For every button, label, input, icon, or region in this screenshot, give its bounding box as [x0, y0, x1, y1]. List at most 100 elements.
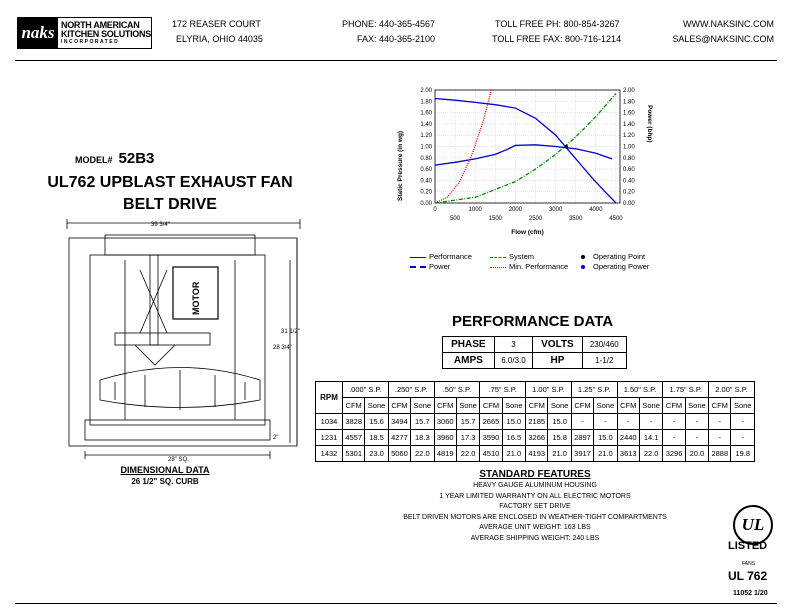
- cfm-header: CFM: [616, 397, 640, 414]
- y-tick-label-left: 0.60: [420, 167, 432, 173]
- series-line-power: [434, 144, 613, 166]
- sp-header: 1.25" S.P.: [570, 381, 618, 398]
- performance-data-heading: PERFORMANCE DATA: [452, 313, 614, 330]
- table-cell: 21.0: [501, 445, 527, 462]
- motor-box: [172, 266, 219, 320]
- table-cell: 3828: [341, 413, 366, 430]
- outer-housing: [68, 237, 298, 447]
- fax: FAX: 440-365-2100: [356, 34, 435, 44]
- sone-header: Sone: [638, 397, 664, 414]
- table-cell: 1034: [315, 413, 343, 430]
- y-tick-label-left: 1.60: [420, 111, 432, 117]
- sone-header: Sone: [593, 397, 618, 414]
- tollfree-phone: TOLL FREE PH: 800-854-3267: [495, 19, 620, 29]
- volts-value: 230/460: [581, 336, 628, 353]
- feature-item: FACTORY SET DRIVE: [499, 503, 571, 510]
- y-tick-label-left: 1.00: [420, 145, 432, 151]
- y-tick-label-left: 2.00: [420, 88, 432, 94]
- email-link[interactable]: SALES@NAKSINC.COM: [672, 34, 774, 44]
- table-cell: 3266: [525, 429, 549, 446]
- table-cell: 19.8: [730, 445, 755, 462]
- x-tick-label-bottom: 4500: [609, 216, 623, 222]
- table-cell: 2665: [479, 413, 503, 430]
- table-cell: 1231: [315, 429, 343, 446]
- hp-label: HP: [532, 352, 583, 369]
- y-tick-label-left: 0.00: [420, 201, 432, 207]
- table-cell: 22.0: [455, 445, 481, 462]
- logo-line2: KITCHEN SOLUTIONS: [61, 28, 151, 39]
- phone-block: PHONE: 440-365-4567 FAX: 440-365-2100: [340, 17, 435, 47]
- web-block: WWW.NAKSINC.COM SALES@NAKSINC.COM: [640, 17, 774, 47]
- amps-label: AMPS: [442, 352, 495, 369]
- standard-features: STANDARD FEATURES HEAVY GAUGE ALUMINUM H…: [300, 468, 770, 544]
- width-dim-label: 39 3/4": [151, 222, 170, 228]
- x-axis-label: Flow (cfm): [511, 229, 544, 236]
- website-link[interactable]: WWW.NAKSINC.COM: [683, 19, 774, 29]
- sone-header: Sone: [410, 397, 435, 414]
- product-title: UL762 UPBLAST EXHAUST FAN: [47, 174, 293, 191]
- y-tick-label-left: 0.20: [420, 190, 432, 196]
- sp-header: 1.00" S.P.: [525, 381, 572, 398]
- phase-label: PHASE: [442, 336, 495, 353]
- sone-header: Sone: [364, 397, 389, 414]
- address-line1: 172 REASER COURT: [172, 19, 261, 29]
- model-label: MODEL#: [75, 155, 113, 165]
- curb-height-label: 2": [273, 435, 278, 441]
- table-cell: 18.5: [364, 429, 389, 446]
- sp-header: .000" S.P.: [342, 381, 389, 398]
- cfm-header: CFM: [570, 397, 595, 414]
- x-tick-label-top: 2000: [509, 207, 523, 213]
- phone: PHONE: 440-365-4567: [341, 19, 435, 29]
- table-cell: -: [593, 413, 618, 430]
- fan-wheel: [99, 367, 261, 408]
- header-rule: [15, 60, 777, 61]
- ul-logo-text: UL: [741, 515, 765, 534]
- company-logo: naks NORTH AMERICAN KITCHEN SOLUTIONS IN…: [17, 17, 152, 49]
- y-tick-label-left: 0.80: [420, 156, 432, 162]
- logo-line3: INCORPORATED: [61, 38, 120, 45]
- cfm-header: CFM: [387, 397, 412, 414]
- table-cell: 15.0: [593, 429, 618, 446]
- x-tick-label-top: 4000: [589, 207, 603, 213]
- table-cell: -: [730, 429, 755, 446]
- feature-item: 1 YEAR LIMITED WARRANTY ON ALL ELECTRIC …: [439, 492, 631, 500]
- legend-min-performance: Min. Performance: [490, 262, 575, 271]
- address-line2: ELYRIA, OHIO 44035: [176, 34, 263, 44]
- y-tick-label-left: 1.40: [420, 122, 432, 128]
- performance-table: RPM.000" S.P..250" S.P..50" S.P..75" S.P…: [315, 381, 755, 462]
- y-tick-label-right: 0.00: [623, 201, 635, 207]
- series-line-system: [434, 92, 617, 204]
- table-cell: 4277: [387, 429, 412, 446]
- volts-label: VOLTS: [532, 336, 583, 353]
- series-line-performance: [434, 97, 617, 204]
- table-cell: 2185: [525, 413, 549, 430]
- series-line-min-performance: [434, 89, 492, 204]
- amps-value: 6.0/3.0: [493, 352, 534, 369]
- motor-label: MOTOR: [191, 281, 201, 315]
- x-tick-label-bottom: 3500: [569, 216, 583, 222]
- sone-header: Sone: [455, 397, 481, 414]
- motor-mount: [114, 332, 211, 346]
- table-cell: 3296: [662, 445, 686, 462]
- drawing-caption: DIMENSIONAL DATA 26 1/2" SQ. CURB: [55, 465, 275, 487]
- ul-logo-icon: UL: [733, 505, 773, 545]
- phase-value: 3: [493, 336, 534, 353]
- curb-base: [84, 419, 271, 441]
- hp-value: 1-1/2: [581, 352, 628, 369]
- caption-dimensional-data: DIMENSIONAL DATA: [120, 465, 210, 475]
- table-cell: 14.1: [638, 429, 664, 446]
- table-cell: -: [570, 413, 595, 430]
- product-subtitle: BELT DRIVE: [123, 196, 217, 213]
- legend-power: Power: [410, 262, 490, 271]
- y-axis-label-right: Power (bhp): [646, 105, 653, 143]
- sp-header: .250" S.P.: [387, 381, 435, 398]
- x-tick-label-bottom: 2500: [529, 216, 543, 222]
- feature-item: BELT DRIVEN MOTORS ARE ENCLOSED IN WEATH…: [403, 513, 667, 521]
- feature-item: AVERAGE UNIT WEIGHT: 163 LBS: [479, 524, 591, 531]
- cfm-header: CFM: [433, 397, 457, 414]
- table-cell: -: [616, 413, 640, 430]
- windband: [89, 254, 266, 426]
- legend-operating-point: Operating Point: [575, 252, 675, 261]
- y-tick-label-left: 1.20: [420, 133, 432, 139]
